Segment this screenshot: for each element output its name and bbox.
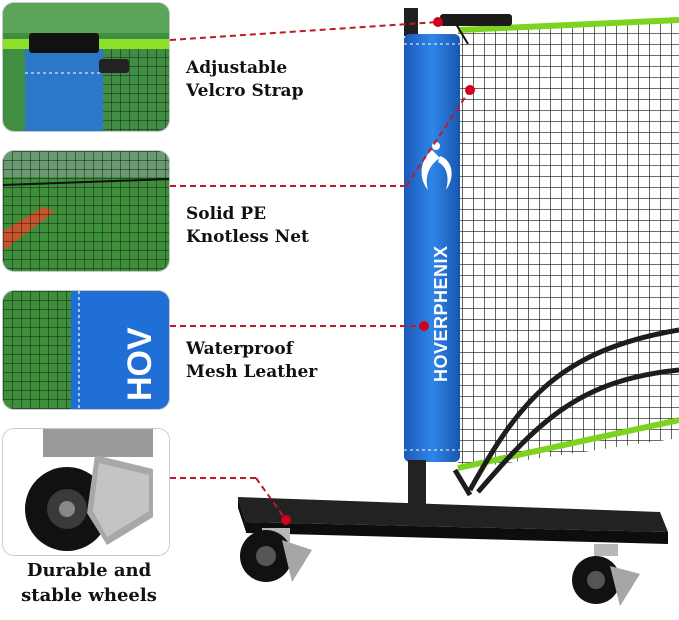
svg-text:HOV: HOV	[121, 327, 159, 401]
base-bar	[238, 497, 668, 544]
velcro-strap	[404, 8, 512, 45]
thumbnail-mesh-leather: HOV	[2, 290, 170, 410]
feature-label-knotless-net: Solid PE Knotless Net	[186, 203, 309, 249]
feature-title: Solid PE	[186, 204, 267, 224]
feature-label-wheels: Durable and stable wheels	[0, 558, 178, 608]
feature-label-velcro-strap: Adjustable Velcro Strap	[186, 57, 303, 103]
feature-title: Adjustable	[186, 58, 288, 78]
post-sleeve: HOVERPHENIX	[404, 34, 460, 462]
thumbnail-knotless-net	[2, 150, 170, 272]
net-mesh	[458, 22, 679, 470]
thumbnail-velcro-strap	[2, 2, 170, 132]
wheel-right	[572, 544, 640, 606]
feature-subtitle: Velcro Strap	[186, 81, 304, 101]
post-brand-text: HOVERPHENIX	[431, 245, 451, 382]
feature-title: Durable and	[26, 560, 152, 581]
feature-title: Waterproof	[186, 339, 294, 359]
feature-subtitle: Mesh Leather	[186, 362, 318, 382]
post-pole	[408, 460, 426, 504]
feature-subtitle: stable wheels	[21, 585, 157, 606]
callout-dots	[281, 17, 475, 525]
net-frame	[457, 17, 679, 471]
thumbnail-wheel	[2, 428, 170, 556]
feature-subtitle: Knotless Net	[186, 227, 309, 247]
wheel-left	[240, 528, 312, 582]
feature-label-mesh-leather: Waterproof Mesh Leather	[186, 338, 317, 384]
support-frame	[452, 327, 679, 497]
callout-lines	[169, 21, 471, 521]
